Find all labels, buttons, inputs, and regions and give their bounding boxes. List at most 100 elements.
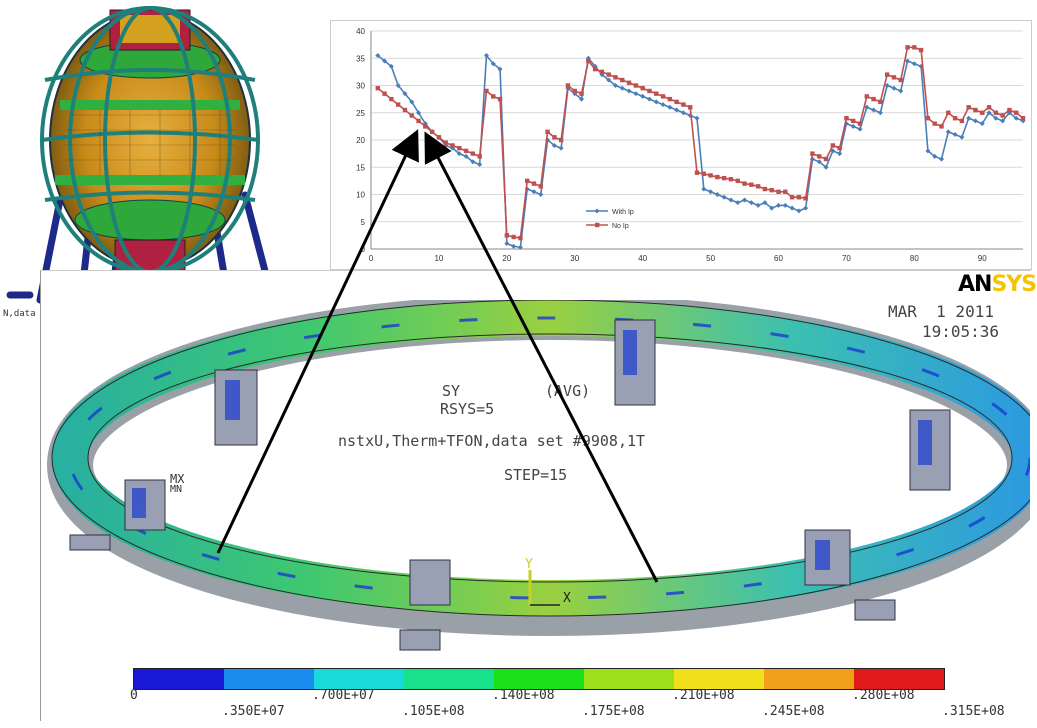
data-point — [823, 164, 829, 170]
data-point — [613, 83, 618, 88]
legend-marker-1 — [594, 208, 600, 214]
data-point — [898, 77, 903, 83]
data-point — [817, 154, 822, 159]
y-tick-label: 5 — [361, 218, 366, 227]
data-point — [484, 88, 489, 94]
data-point — [674, 99, 679, 105]
data-point — [1013, 115, 1019, 121]
data-point — [796, 208, 802, 214]
data-point — [626, 88, 632, 94]
y-tick-label: 0 — [361, 245, 366, 254]
y-tick-label: 20 — [356, 136, 365, 145]
data-point — [966, 105, 971, 110]
data-point — [504, 241, 510, 247]
x-tick-label: 30 — [570, 254, 579, 263]
data-point — [538, 192, 544, 197]
data-point — [966, 115, 972, 121]
data-point — [545, 129, 550, 135]
data-point — [721, 194, 727, 200]
data-point — [606, 72, 611, 77]
data-point — [558, 137, 564, 143]
data-point — [878, 99, 883, 105]
data-point — [518, 235, 523, 241]
ansys-logo: ANSYS — [958, 272, 1037, 297]
data-point — [762, 200, 768, 206]
axis-y-label: Y — [525, 557, 533, 572]
data-point — [531, 181, 537, 186]
data-point — [436, 135, 442, 140]
data-point — [1014, 110, 1019, 115]
color-bin-1 — [134, 669, 224, 689]
data-point — [402, 107, 408, 113]
data-point — [803, 196, 808, 201]
data-point — [755, 202, 761, 208]
data-point — [491, 94, 496, 99]
data-point — [660, 102, 666, 108]
data-point — [946, 110, 951, 115]
data-point — [735, 200, 741, 206]
data-point — [545, 137, 551, 143]
data-point — [932, 121, 937, 126]
color-bin-7 — [674, 669, 764, 689]
color-bin-3 — [314, 669, 404, 689]
data-point — [599, 69, 605, 75]
data-point — [572, 88, 577, 94]
data-point — [979, 121, 985, 127]
data-point — [620, 77, 625, 83]
data-point — [470, 151, 476, 156]
data-point — [1000, 113, 1005, 118]
data-point — [680, 110, 686, 116]
data-point — [619, 85, 625, 91]
data-point — [450, 143, 455, 148]
data-point — [490, 61, 496, 67]
data-point — [660, 94, 666, 99]
data-point — [389, 96, 394, 102]
data-point — [525, 178, 530, 184]
data-point — [748, 200, 754, 206]
data-point — [837, 145, 842, 151]
data-point — [565, 83, 571, 88]
data-point — [803, 205, 809, 211]
data-point — [667, 96, 673, 102]
data-point — [918, 47, 924, 53]
data-point — [640, 86, 645, 91]
data-point — [810, 151, 815, 156]
data-point — [782, 202, 788, 208]
legend-label-2: No Ip — [612, 223, 629, 230]
x-tick-label: 70 — [842, 254, 851, 263]
rsys-label: RSYS=5 — [440, 400, 495, 418]
data-point — [986, 105, 992, 110]
data-point — [633, 91, 639, 97]
x-tick-label: 20 — [502, 254, 511, 263]
data-point — [959, 134, 965, 140]
data-point — [375, 53, 381, 59]
data-point — [395, 102, 401, 107]
data-point — [939, 124, 944, 129]
data-point — [667, 104, 673, 110]
data-point — [898, 88, 904, 94]
data-point — [674, 107, 680, 113]
data-point — [945, 129, 951, 135]
data-point — [653, 99, 659, 105]
data-point — [626, 80, 632, 85]
colorbar-label-5: .175E+08 — [582, 704, 645, 719]
data-point — [959, 118, 965, 124]
data-point — [715, 174, 720, 180]
colorbar-label-9: .315E+08 — [942, 704, 1005, 719]
ansys-logo-sys: SYS — [991, 272, 1037, 297]
y-tick-label: 10 — [356, 191, 365, 200]
data-point — [708, 189, 714, 195]
dataset-label: nstxU,Therm+TFON,data set #9908,1T — [338, 432, 646, 450]
data-point — [844, 116, 849, 121]
ansys-logo-an: AN — [958, 272, 992, 297]
data-point — [830, 143, 836, 148]
color-bin-6 — [584, 669, 674, 689]
data-point — [585, 55, 591, 61]
data-point — [497, 96, 503, 102]
data-point — [769, 205, 775, 211]
x-tick-label: 40 — [638, 254, 647, 263]
data-point — [552, 135, 557, 140]
data-point — [613, 75, 618, 80]
data-point — [864, 94, 869, 99]
